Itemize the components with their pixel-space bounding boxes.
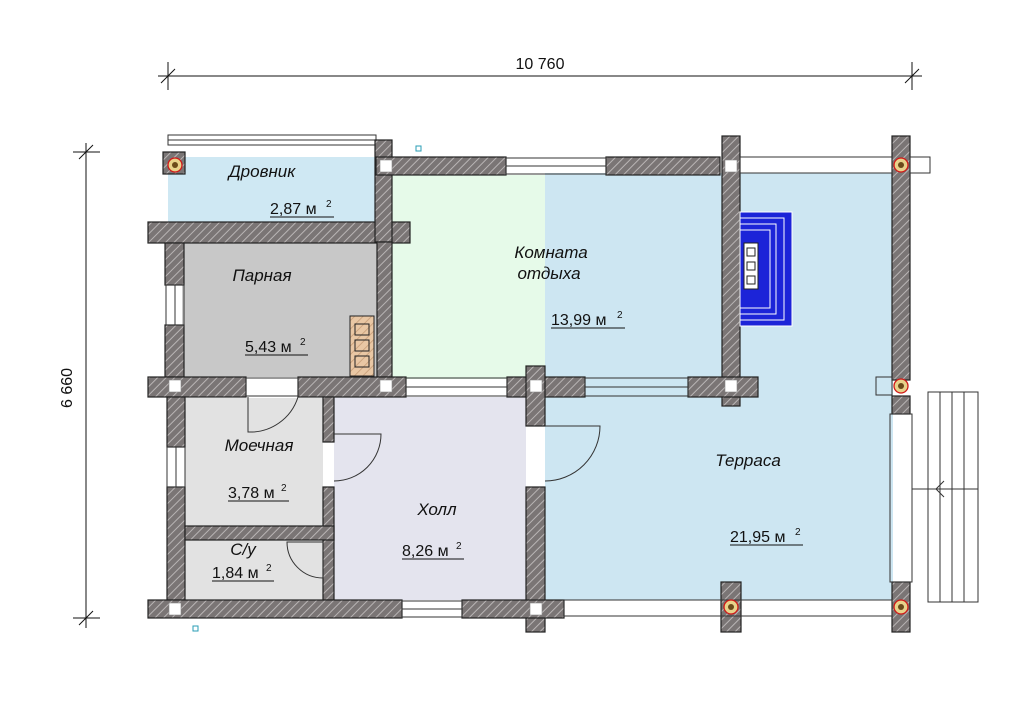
width-dimension-label: 10 760 bbox=[516, 56, 565, 73]
room-su-name: С/у bbox=[230, 540, 257, 559]
room-drovnik-area: 2,87 м 2 bbox=[270, 199, 334, 218]
doors bbox=[247, 396, 601, 579]
room-komnata-area: 13,99 м 2 bbox=[551, 310, 625, 329]
fireplace bbox=[739, 211, 793, 327]
height-dimension: 6 660 bbox=[59, 143, 100, 628]
corner-marker bbox=[192, 625, 199, 632]
svg-text:2: 2 bbox=[281, 483, 287, 494]
svg-text:2: 2 bbox=[326, 199, 332, 210]
room-holl-floor bbox=[334, 397, 526, 600]
svg-text:3,78 м: 3,78 м bbox=[228, 485, 275, 502]
width-dimension: 10 760 bbox=[158, 56, 922, 90]
svg-text:1,84 м: 1,84 м bbox=[212, 565, 259, 582]
room-komnata-name-line2: отдыха bbox=[517, 264, 580, 283]
svg-text:2: 2 bbox=[266, 563, 272, 574]
svg-text:2: 2 bbox=[300, 337, 306, 348]
svg-text:13,99 м: 13,99 м bbox=[551, 312, 607, 329]
svg-text:2: 2 bbox=[617, 310, 623, 321]
terrace-steps bbox=[912, 391, 979, 603]
columns bbox=[168, 159, 738, 616]
room-moechnaya-area: 3,78 м 2 bbox=[228, 483, 289, 502]
room-parnaya-name: Парная bbox=[232, 266, 291, 285]
room-moechnaya-name: Моечная bbox=[225, 436, 294, 455]
room-parnaya-area: 5,43 м 2 bbox=[245, 337, 308, 356]
room-su-area: 1,84 м 2 bbox=[212, 563, 274, 582]
svg-text:2: 2 bbox=[795, 527, 801, 538]
room-drovnik-name: Дровник bbox=[227, 162, 297, 181]
pillar-markers bbox=[167, 157, 909, 615]
sauna-stove bbox=[349, 315, 375, 377]
room-komnata-name-line1: Комната bbox=[514, 243, 587, 262]
windows bbox=[165, 157, 689, 618]
room-terrasa-area: 21,95 м 2 bbox=[730, 527, 803, 546]
room-terrasa-name: Терраса bbox=[715, 451, 781, 470]
corner-marker bbox=[415, 145, 422, 152]
svg-text:8,26 м: 8,26 м bbox=[402, 543, 449, 560]
svg-text:21,95 м: 21,95 м bbox=[730, 529, 786, 546]
room-holl-area: 8,26 м 2 bbox=[402, 541, 464, 560]
svg-text:5,43 м: 5,43 м bbox=[245, 339, 292, 356]
room-drovnik-floor bbox=[168, 157, 376, 223]
svg-text:2,87 м: 2,87 м bbox=[270, 201, 317, 218]
room-moechnaya-floor bbox=[185, 398, 323, 526]
room-holl-name: Холл bbox=[416, 500, 457, 519]
svg-text:2: 2 bbox=[456, 541, 462, 552]
room-parnaya-floor bbox=[182, 243, 378, 377]
height-dimension-label: 6 660 bbox=[59, 368, 76, 408]
